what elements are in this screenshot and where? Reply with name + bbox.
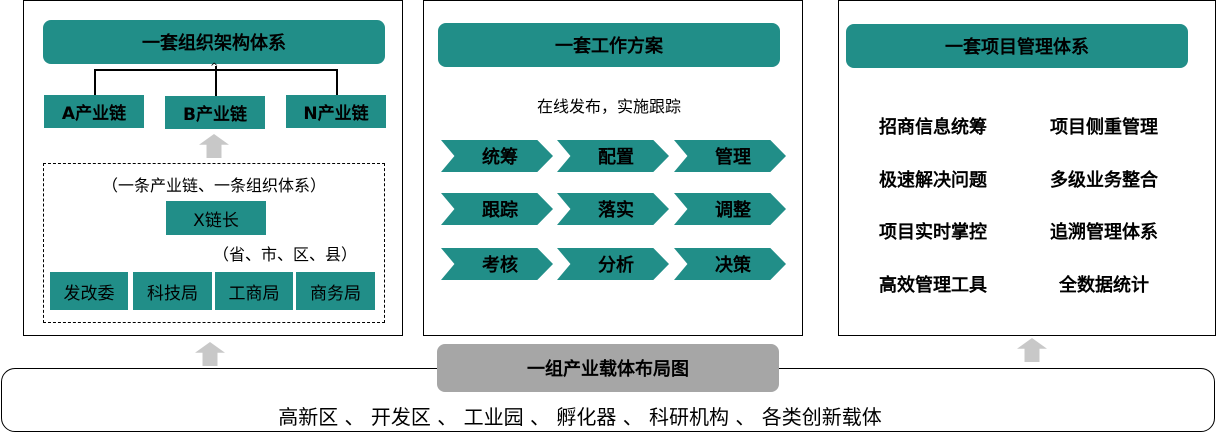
project-item: 项目实时掌控 xyxy=(879,222,987,243)
dept-box: 工商局 xyxy=(215,272,293,310)
carrier-list: 高新区 、 开发区 、 工业园 、 孵化器 、 科研机构 、 各类创新载体 xyxy=(278,405,882,429)
carrier-title: 一组产业载体布局图 xyxy=(437,344,779,392)
project-item: 多级业务整合 xyxy=(1050,170,1158,191)
dept-box: 科技局 xyxy=(133,272,212,310)
step-chevron: 调整 xyxy=(674,193,786,225)
step-chevron: 管理 xyxy=(674,140,786,172)
step-chevron: 统筹 xyxy=(441,140,553,172)
project-item: 高效管理工具 xyxy=(879,275,987,296)
step-chevron: 落实 xyxy=(557,193,669,225)
chain-b: B产业链 xyxy=(165,96,265,129)
step-chevron: 跟踪 xyxy=(441,193,553,225)
project-item: 极速解决问题 xyxy=(879,170,987,191)
project-item: 追溯管理体系 xyxy=(1050,222,1158,243)
step-chevron: 分析 xyxy=(557,248,669,280)
org-note: （一条产业链、一条组织体系） xyxy=(101,176,326,195)
connector-arrow xyxy=(215,66,217,96)
up-arrow-icon xyxy=(195,342,225,366)
connector xyxy=(94,69,96,95)
arrow-head-icon: ^ xyxy=(210,62,219,73)
step-chevron: 决策 xyxy=(674,248,786,280)
project-title: 一套项目管理体系 xyxy=(846,24,1188,68)
org-title: 一套组织架构体系 xyxy=(43,20,385,64)
dept-box: 商务局 xyxy=(296,272,375,310)
dashed-group xyxy=(43,163,385,323)
project-item: 招商信息统筹 xyxy=(879,117,987,138)
levels-note: （省、市、区、县） xyxy=(212,245,357,264)
connector xyxy=(336,69,338,95)
project-item: 项目侧重管理 xyxy=(1050,117,1158,138)
project-item: 全数据统计 xyxy=(1059,275,1149,296)
work-subtitle: 在线发布，实施跟踪 xyxy=(536,97,681,116)
dept-box: 发改委 xyxy=(50,272,128,310)
chain-n: N产业链 xyxy=(286,95,386,128)
step-chevron: 考核 xyxy=(441,248,553,280)
up-arrow-icon xyxy=(1017,338,1047,362)
leader-box: X链长 xyxy=(166,201,266,235)
step-chevron: 配置 xyxy=(557,140,669,172)
work-title: 一套工作方案 xyxy=(438,23,780,67)
chain-a: A产业链 xyxy=(44,95,144,128)
